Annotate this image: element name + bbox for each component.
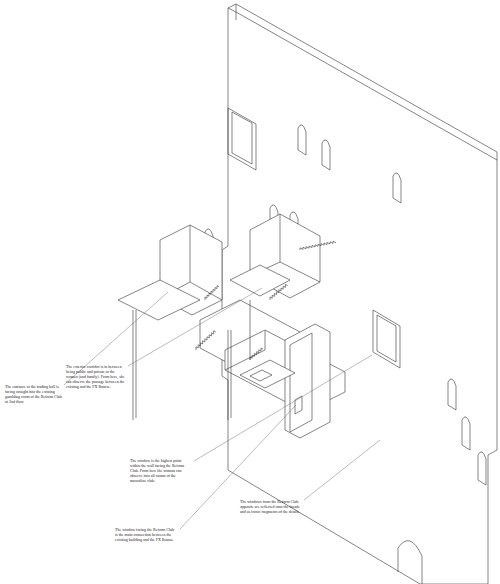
annotation: The windows from the Reform Club opposit… xyxy=(240,499,302,514)
window xyxy=(228,108,256,170)
stair-flight xyxy=(250,348,263,360)
column xyxy=(250,300,251,360)
leader-lines xyxy=(64,288,380,529)
arch-window xyxy=(322,140,330,170)
annotation: The window facing the Reform Club is the… xyxy=(115,527,177,542)
arch-window xyxy=(462,417,470,450)
inserted-structure xyxy=(118,214,345,438)
annotation: The exterior corridor is in between bein… xyxy=(66,364,126,389)
stair-flight xyxy=(270,284,288,300)
stair-flight xyxy=(196,331,216,350)
stair-flight xyxy=(300,241,336,250)
stairs xyxy=(196,241,336,360)
annotation: The window is the highest point within t… xyxy=(130,458,192,483)
stair-flight xyxy=(205,286,219,300)
arch-door xyxy=(398,541,422,584)
arch-window xyxy=(478,452,486,485)
wall-outline xyxy=(222,4,497,584)
arch-window xyxy=(298,125,306,155)
window xyxy=(373,310,400,368)
wall-thickness xyxy=(228,4,497,160)
column xyxy=(228,330,231,420)
arch-window xyxy=(393,173,401,203)
annotation: The entrance to the trading hall is faci… xyxy=(5,384,63,404)
column xyxy=(133,310,136,420)
arch-window xyxy=(448,379,456,410)
